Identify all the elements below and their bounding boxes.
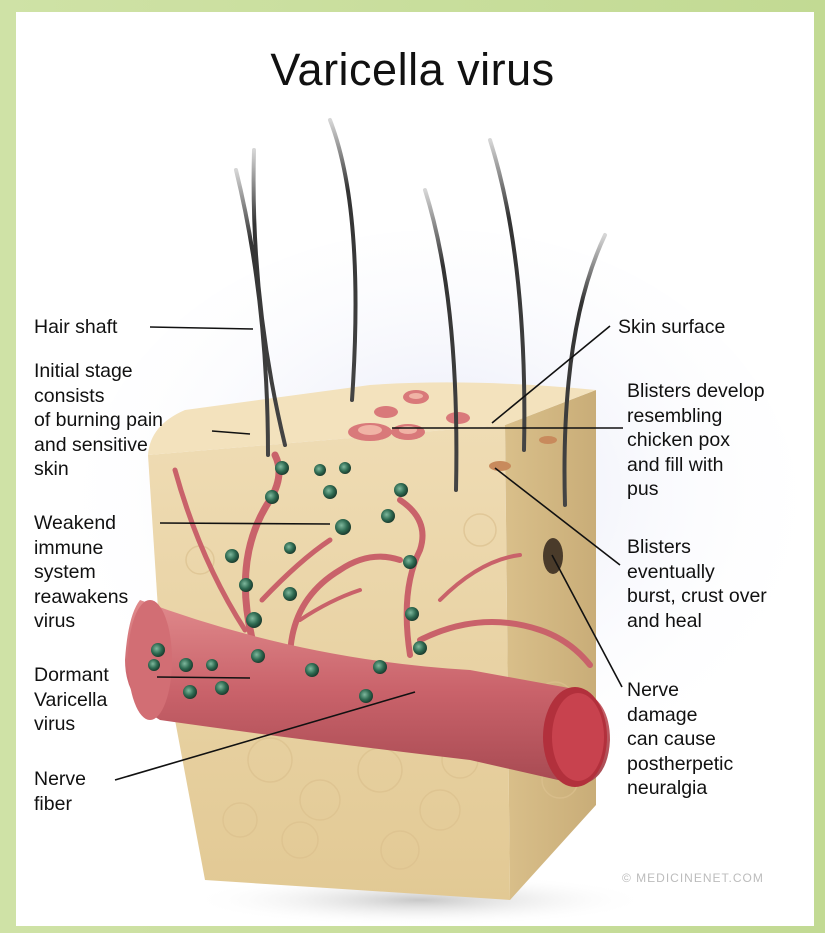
credit-watermark: © MEDICINENET.COM <box>622 871 764 885</box>
label-initial-stage: Initial stage consists of burning pain a… <box>34 359 163 482</box>
diagram-title: Varicella virus <box>0 44 825 96</box>
label-nerve-fiber: Nerve fiber <box>34 767 86 816</box>
label-hair-shaft: Hair shaft <box>34 315 117 340</box>
label-blisters-burst: Blisters eventually burst, crust over an… <box>627 535 767 633</box>
label-blisters-develop: Blisters develop resembling chicken pox … <box>627 379 765 502</box>
label-weakend-immune: Weakend immune system reawakens virus <box>34 511 128 634</box>
label-nerve-damage: Nerve damage can cause postherpetic neur… <box>627 678 733 801</box>
skin-block-side <box>505 390 596 900</box>
label-dormant-virus: Dormant Varicella virus <box>34 663 109 737</box>
label-skin-surface: Skin surface <box>618 315 725 340</box>
